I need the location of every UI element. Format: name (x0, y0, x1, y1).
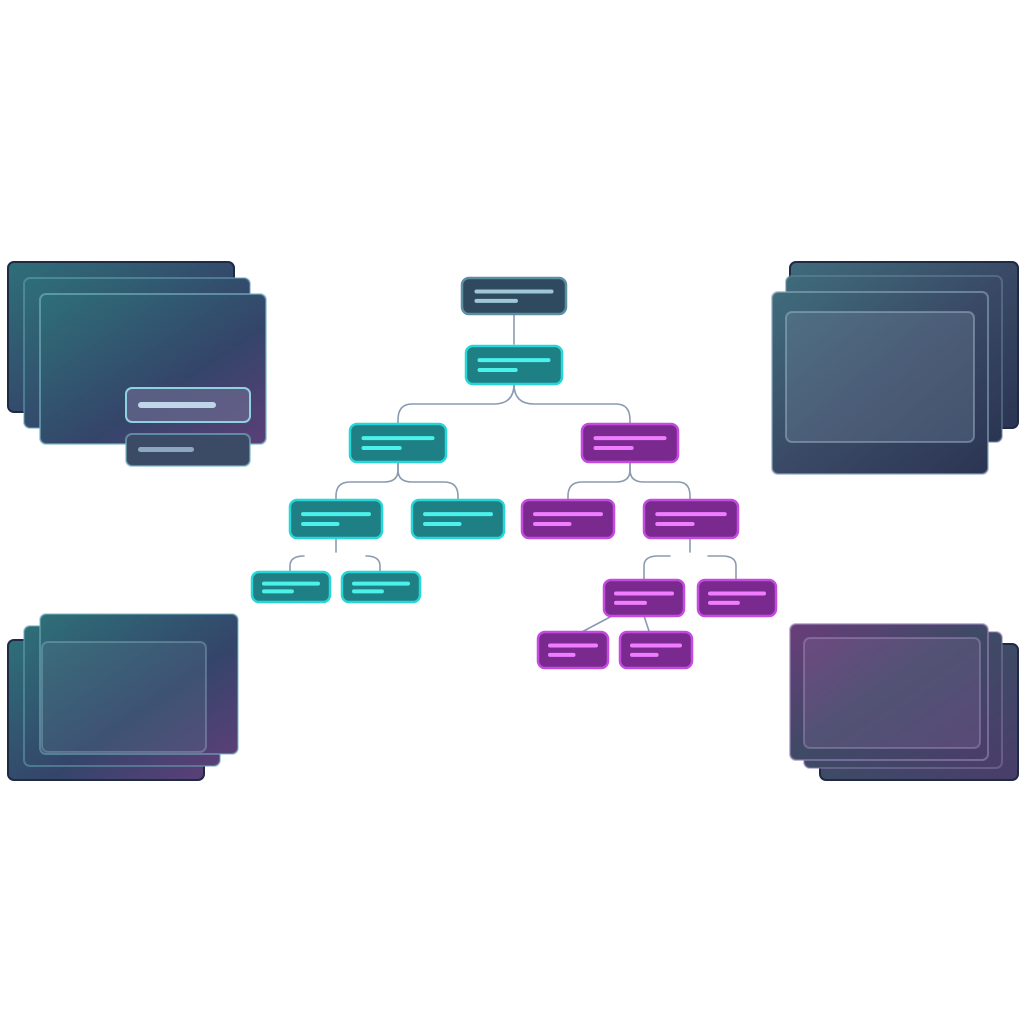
text-lines-icon (423, 512, 493, 527)
node-box (580, 422, 680, 464)
node-box (618, 630, 694, 670)
text-lines-icon (474, 289, 554, 303)
node-box (460, 276, 568, 316)
text-lines-icon (352, 581, 410, 594)
panel-stack-top-right (771, 261, 1019, 475)
node-box (464, 344, 564, 386)
connector-line (365, 555, 381, 573)
node-box (348, 422, 448, 464)
node-box (642, 498, 740, 540)
tree-node-right-b-1[interactable] (602, 578, 686, 618)
text-lines-icon (593, 436, 667, 451)
tree-node-left-b[interactable] (410, 498, 506, 540)
tree-node-right-b-1-a[interactable] (536, 630, 610, 670)
text-lines-icon (548, 643, 598, 657)
tree-node-left-a-2[interactable] (340, 570, 422, 604)
panel-stack-top-left (7, 261, 267, 467)
tree-node-right-b-2[interactable] (696, 578, 778, 618)
panel-stack-bottom-right (789, 623, 1019, 781)
text-lines-icon (614, 591, 674, 605)
tree-node-right-branch[interactable] (580, 422, 680, 464)
text-lines-icon (630, 643, 682, 657)
text-lines-icon (301, 512, 371, 527)
tree-node-left-a[interactable] (288, 498, 384, 540)
node-box (696, 578, 778, 618)
tree-node-root[interactable] (460, 276, 568, 316)
text-lines-icon (708, 591, 766, 605)
text-lines-icon (262, 581, 320, 594)
panel-layer (771, 291, 989, 475)
node-box (250, 570, 332, 604)
text-lines-icon (477, 358, 551, 373)
connector-line (397, 461, 459, 501)
node-box (288, 498, 384, 540)
tree-node-right-b[interactable] (642, 498, 740, 540)
node-box (410, 498, 506, 540)
tree-node-left-branch[interactable] (348, 422, 448, 464)
node-box (520, 498, 616, 540)
tree-node-right-b-1-b[interactable] (618, 630, 694, 670)
tree-node-left-a-1[interactable] (250, 570, 332, 604)
connector-line (707, 555, 737, 581)
connector-line (629, 461, 691, 501)
window-stack-icon (785, 311, 975, 443)
window-stack-icon (125, 387, 251, 467)
node-box (340, 570, 422, 604)
tree-node-right-a[interactable] (520, 498, 616, 540)
panel-layer (789, 623, 989, 761)
tree-node-level1[interactable] (464, 344, 564, 386)
connector-line (289, 555, 305, 573)
connector-line (335, 461, 399, 501)
window-stack-icon (41, 641, 207, 753)
connector-line (643, 555, 671, 581)
connector-line (397, 383, 515, 425)
text-lines-icon (655, 512, 727, 527)
connector-line (513, 383, 631, 425)
text-lines-icon (533, 512, 603, 527)
node-box (536, 630, 610, 670)
panel-layer (39, 613, 239, 755)
node-box (602, 578, 686, 618)
connector-line (567, 461, 631, 501)
tree-nodes (250, 276, 778, 670)
window-stack-icon (803, 637, 981, 749)
panel-stack-bottom-left (7, 613, 239, 781)
text-lines-icon (361, 436, 435, 451)
